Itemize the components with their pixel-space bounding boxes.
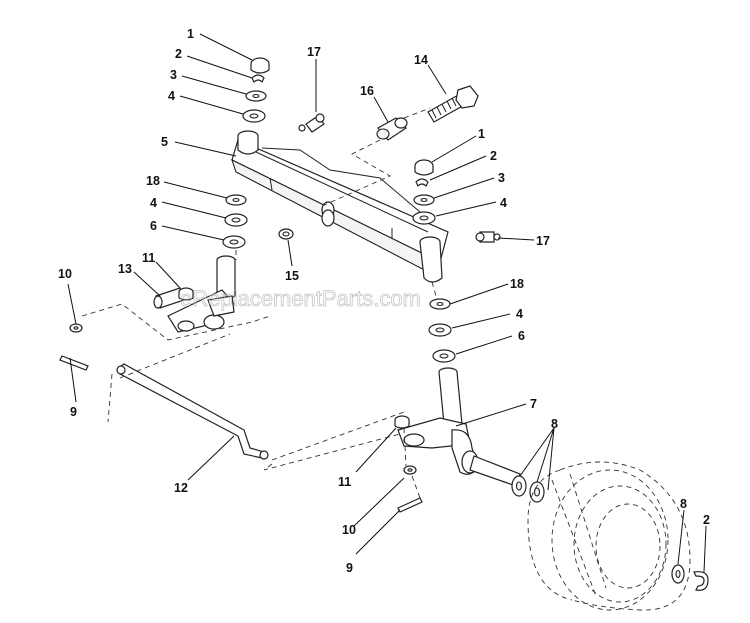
callout-4-right-bottom: 4 xyxy=(516,307,523,321)
callout-4-right-top: 4 xyxy=(500,196,507,210)
cap-left[interactable] xyxy=(250,57,270,74)
washer-8-inner[interactable] xyxy=(511,475,527,497)
callout-15: 15 xyxy=(285,269,299,283)
retaining-clip-2-wheel[interactable] xyxy=(693,571,709,591)
callout-7: 7 xyxy=(530,397,537,411)
leader-lines xyxy=(67,33,707,573)
hair-pin-clip-right[interactable] xyxy=(415,178,429,188)
spindle-left[interactable] xyxy=(167,255,236,333)
callout-10-left: 10 xyxy=(58,267,72,281)
callout-2-left: 2 xyxy=(175,47,182,61)
callout-17-right: 17 xyxy=(536,234,550,248)
callout-11-right: 11 xyxy=(338,475,351,489)
callout-8-wheel: 8 xyxy=(680,497,687,511)
clevis-pin-13[interactable] xyxy=(153,287,185,309)
callout-18-left: 18 xyxy=(146,174,160,188)
callout-12: 12 xyxy=(174,481,188,495)
axle-beam[interactable] xyxy=(231,130,449,283)
callout-14: 14 xyxy=(414,53,428,67)
callout-3-left: 3 xyxy=(170,68,177,82)
pivot-bolt[interactable] xyxy=(427,85,479,123)
bushing-11-left[interactable] xyxy=(178,287,194,301)
grease-fitting-left[interactable] xyxy=(298,113,325,133)
callout-17-left: 17 xyxy=(307,45,321,59)
callout-2-wheel: 2 xyxy=(703,513,710,527)
cotter-pin-9-right[interactable] xyxy=(397,497,423,513)
callout-3-right: 3 xyxy=(498,171,505,185)
nut-15[interactable] xyxy=(278,228,294,240)
callout-1-left: 1 xyxy=(187,27,194,41)
front-wheel-dashed xyxy=(527,461,691,611)
callout-6-left: 6 xyxy=(150,219,157,233)
washer-8-outer[interactable] xyxy=(529,481,545,503)
bolt-alignment-line xyxy=(321,107,431,207)
callout-2-right: 2 xyxy=(490,149,497,163)
callout-10-right: 10 xyxy=(342,523,356,537)
callout-18-right: 18 xyxy=(510,277,524,291)
cap-right[interactable] xyxy=(414,159,434,176)
cotter-pin-9-left[interactable] xyxy=(59,355,89,371)
callout-6-right: 6 xyxy=(518,329,525,343)
callout-4-left-top: 4 xyxy=(168,89,175,103)
callout-13: 13 xyxy=(118,262,132,276)
callout-16: 16 xyxy=(360,84,374,98)
tie-rod[interactable] xyxy=(116,363,269,460)
spindle-right[interactable] xyxy=(397,367,521,487)
callout-1-right: 1 xyxy=(478,127,485,141)
grease-fitting-right[interactable] xyxy=(475,231,501,243)
watermark: eReplacementParts.com xyxy=(180,286,421,311)
callout-5: 5 xyxy=(161,135,168,149)
hair-pin-clip-left[interactable] xyxy=(251,74,265,84)
callout-4-left-bottom: 4 xyxy=(150,196,157,210)
callout-9-right: 9 xyxy=(346,561,353,575)
spacer-tube[interactable] xyxy=(376,117,408,141)
callout-8-axle: 8 xyxy=(551,417,558,431)
bushing-11-right[interactable] xyxy=(394,415,410,429)
callout-11-left: 11 xyxy=(142,251,155,265)
callout-9-left: 9 xyxy=(70,405,77,419)
callout-labels: 1 2 3 4 5 17 14 16 1 2 3 4 17 18 4 6 15 … xyxy=(58,27,710,575)
